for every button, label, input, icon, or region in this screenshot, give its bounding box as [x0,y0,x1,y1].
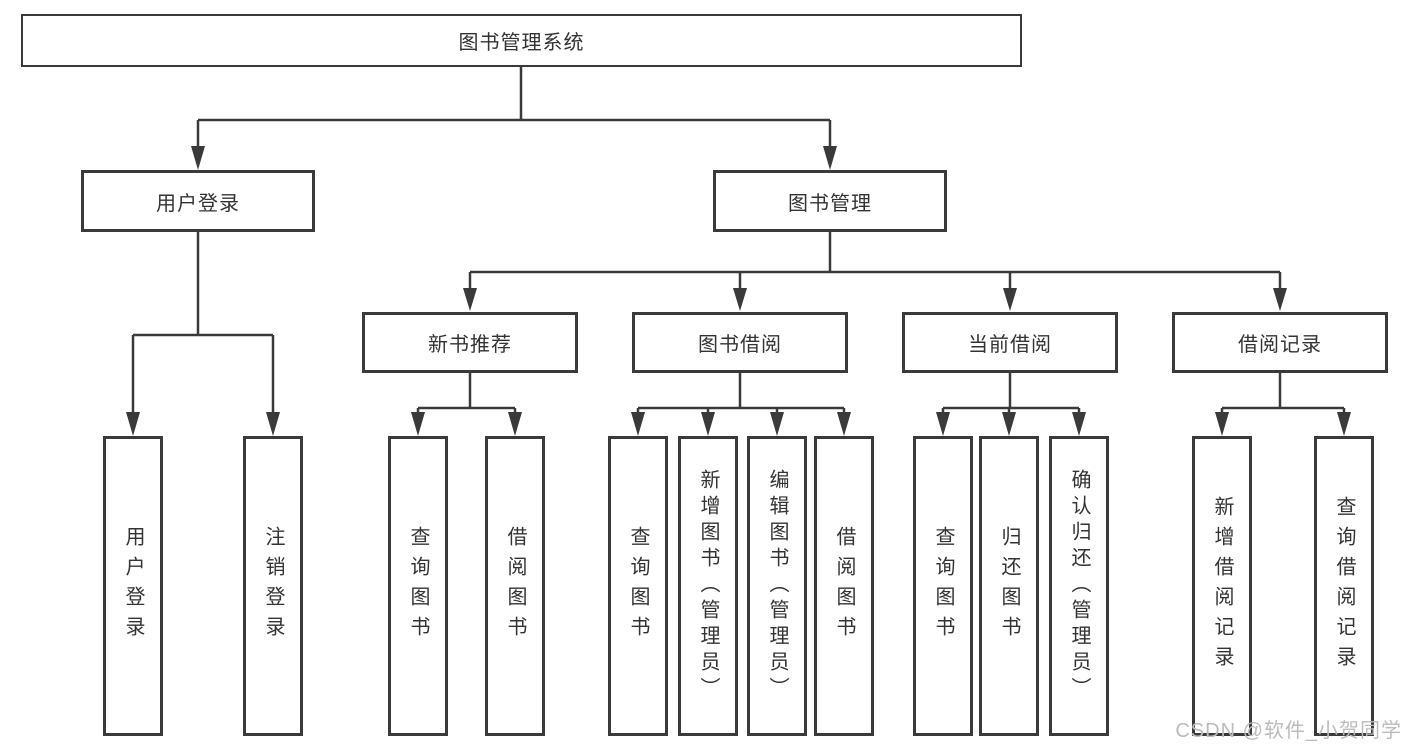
node-label: 确认归还（管理员） [1068,469,1090,703]
node-edit-book-admin: 编辑图书（管理员） [747,436,807,736]
node-library-management-system: 图书管理系统 [21,14,1022,67]
node-user-login-leaf: 用户登录 [103,436,163,736]
node-new-book-recommendation: 新书推荐 [362,312,578,373]
csdn-watermark: CSDN @软件_小贺同学 [1175,720,1402,742]
node-borrow-books-recommend: 借阅图书 [485,436,545,736]
node-label: 查询借阅记录 [1333,496,1355,676]
node-user-login: 用户登录 [81,170,315,232]
node-add-book-admin: 新增图书（管理员） [678,436,738,736]
node-label: 查询图书 [407,526,429,646]
node-label: 归还图书 [998,526,1020,646]
node-borrow-books-leaf: 借阅图书 [814,436,874,736]
node-label: 用户登录 [122,526,144,646]
node-label: 注销登录 [262,526,284,646]
node-query-borrow-record: 查询借阅记录 [1314,436,1374,736]
node-label: 新书推荐 [428,334,512,356]
node-label: 用户登录 [156,192,240,215]
node-return-books: 归还图书 [979,436,1039,736]
node-query-books-borrowing: 查询图书 [608,436,668,736]
node-borrowing-records: 借阅记录 [1172,312,1388,373]
node-label: 编辑图书（管理员） [766,469,788,703]
node-current-borrowing: 当前借阅 [902,312,1118,373]
node-label: 当前借阅 [968,334,1052,356]
node-add-borrow-record: 新增借阅记录 [1192,436,1252,736]
node-label: 图书借阅 [698,334,782,356]
node-book-borrowing: 图书借阅 [632,312,848,373]
node-label: 借阅图书 [833,526,855,646]
node-label: 新增图书（管理员） [697,469,719,703]
node-label: 新增借阅记录 [1211,496,1233,676]
node-query-books-current: 查询图书 [913,436,973,736]
node-logout-leaf: 注销登录 [243,436,303,736]
node-label: 查询图书 [627,526,649,646]
node-label: 借阅图书 [504,526,526,646]
node-label: 图书管理系统 [458,32,585,54]
node-label: 查询图书 [932,526,954,646]
node-confirm-return-admin: 确认归还（管理员） [1049,436,1109,736]
node-label: 借阅记录 [1238,334,1322,356]
node-query-books-recommend: 查询图书 [388,436,448,736]
node-label: 图书管理 [788,192,872,215]
node-book-management: 图书管理 [713,170,947,232]
